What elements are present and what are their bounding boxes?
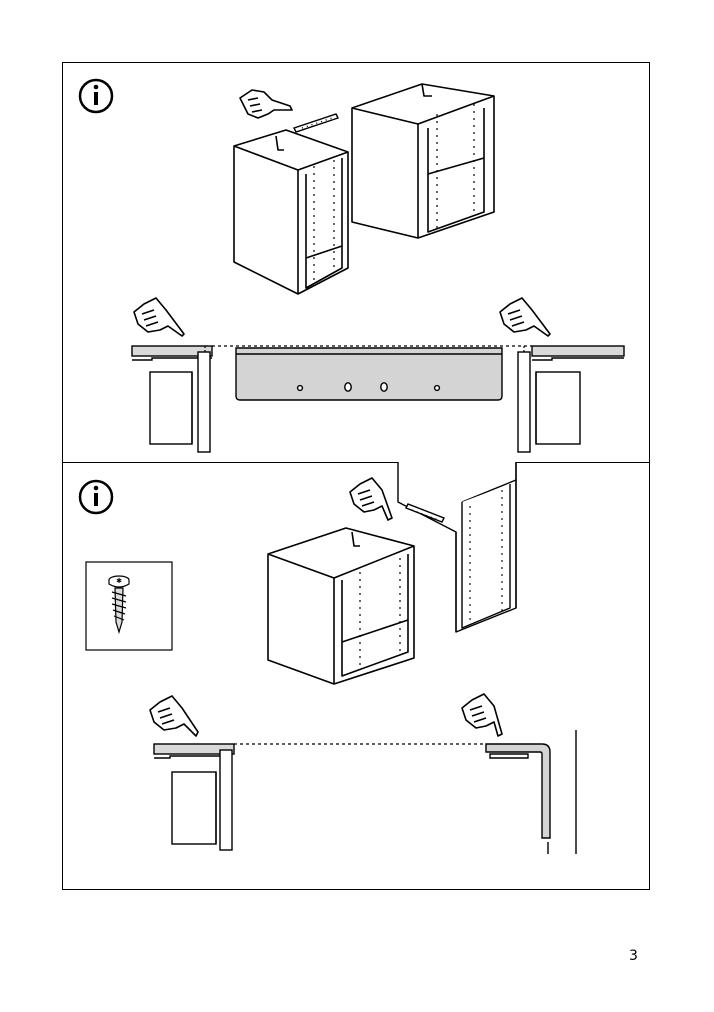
countertop-section-left bbox=[131, 345, 213, 453]
step-bottom-illustration: ✱ 109598 bbox=[78, 462, 577, 854]
hand-pointing-icon bbox=[349, 477, 393, 521]
rail-profile bbox=[235, 347, 503, 401]
connecting-bracket bbox=[405, 503, 445, 523]
screw-icon: ✱ bbox=[108, 575, 130, 635]
info-icon bbox=[78, 479, 114, 515]
panel-divider bbox=[62, 462, 650, 463]
corner-profile bbox=[485, 743, 551, 839]
svg-text:✱: ✱ bbox=[116, 577, 122, 585]
hand-pointing-icon bbox=[499, 297, 551, 337]
base-cabinet-small bbox=[233, 129, 349, 295]
instruction-frame bbox=[62, 62, 650, 890]
hand-pointing-icon bbox=[461, 693, 503, 737]
hand-pointing-icon bbox=[239, 89, 293, 119]
hand-pointing-icon bbox=[149, 695, 199, 737]
step-panel-bottom: ✱ 109598 bbox=[62, 462, 650, 890]
info-icon bbox=[78, 78, 114, 114]
countertop-section-left bbox=[153, 743, 235, 851]
page-number: 3 bbox=[629, 948, 638, 964]
base-cabinet-large bbox=[351, 83, 495, 239]
step-top-illustration bbox=[78, 78, 625, 453]
screw-box bbox=[85, 561, 173, 651]
base-cabinet bbox=[267, 527, 415, 685]
hand-pointing-icon bbox=[133, 297, 185, 337]
step-panel-top bbox=[62, 62, 650, 462]
countertop-section-right bbox=[517, 345, 625, 453]
connecting-bracket bbox=[293, 113, 339, 133]
tall-cabinet bbox=[397, 462, 517, 633]
